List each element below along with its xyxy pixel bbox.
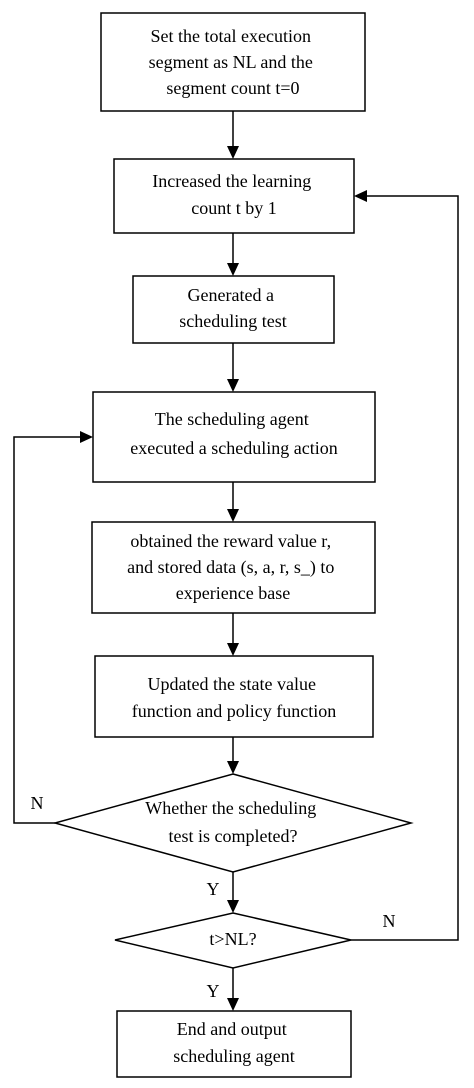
branch-label-test-no: N — [31, 793, 44, 813]
increment-text: Increased the learning count t by 1 — [152, 171, 315, 218]
decision-nl-text: t>NL? — [209, 929, 256, 949]
update-text: Updated the state value function and pol… — [132, 674, 336, 721]
update-box — [94, 655, 374, 738]
arrowhead-icon — [227, 998, 239, 1011]
decision-test-diamond — [52, 773, 414, 873]
end-text: End and output scheduling agent — [173, 1019, 294, 1066]
branch-label-nl-no: N — [383, 911, 396, 931]
generate-box — [132, 275, 335, 344]
arrowhead-icon — [227, 761, 239, 774]
init-box — [100, 12, 366, 112]
arrowhead-icon — [227, 643, 239, 656]
branch-label-test-yes: Y — [207, 879, 220, 899]
generate-text: Generated a scheduling test — [179, 285, 286, 331]
arrowhead-icon — [227, 900, 239, 913]
loop-nl-no-to-increment — [351, 195, 459, 941]
loop-test-no-to-execute — [13, 436, 81, 824]
execute-box — [92, 391, 376, 483]
arrowhead-icon — [227, 379, 239, 392]
reward-text: obtained the reward value r, and stored … — [127, 531, 339, 603]
arrowhead-icon — [227, 509, 239, 522]
execute-text: The scheduling agent executed a scheduli… — [130, 409, 337, 458]
arrowhead-icon — [354, 190, 367, 202]
branch-label-nl-yes: Y — [207, 981, 220, 1001]
init-text: Set the total execution segment as NL an… — [149, 26, 318, 98]
decision-test-text: Whether the scheduling test is completed… — [145, 798, 320, 846]
increment-box — [113, 158, 355, 234]
end-box — [116, 1010, 352, 1078]
arrowhead-icon — [227, 263, 239, 276]
arrowhead-icon — [227, 146, 239, 159]
arrowhead-icon — [80, 431, 93, 443]
